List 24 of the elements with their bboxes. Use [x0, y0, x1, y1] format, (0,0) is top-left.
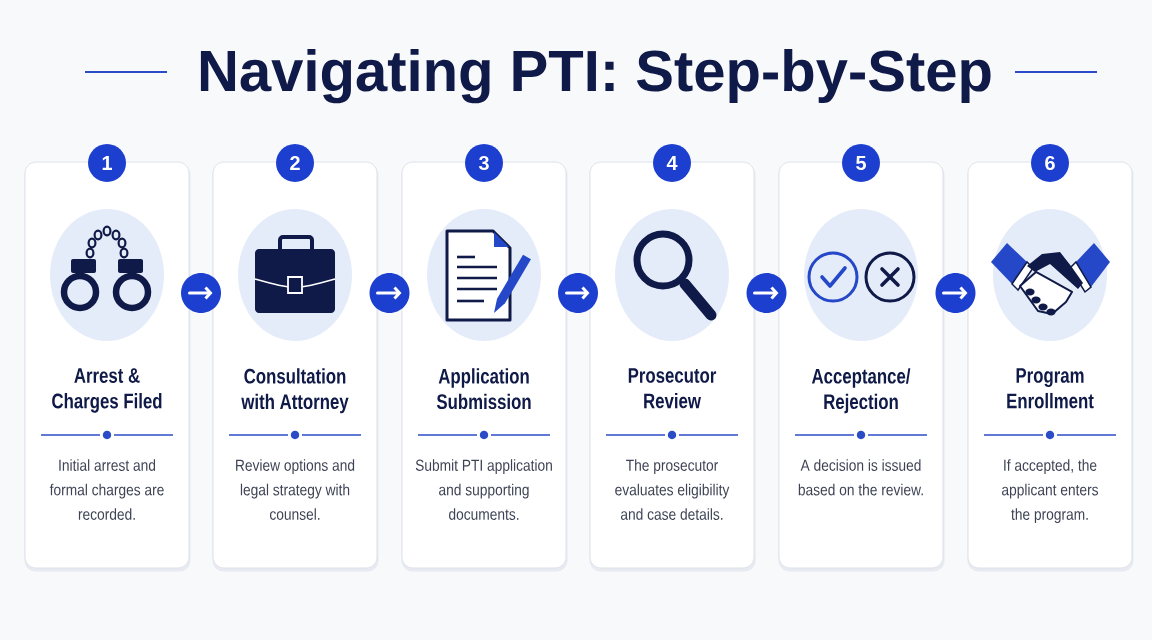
step-number: 2 [276, 144, 314, 182]
step-description: Review options and legal strategy with counsel. [236, 459, 355, 520]
step-description: The prosecutor evaluates eligibility and case details. [615, 459, 730, 520]
arrow [558, 273, 598, 313]
arrow [181, 273, 221, 313]
arrow [935, 273, 976, 313]
step-number: 3 [465, 144, 503, 182]
step-number: 1 [88, 144, 126, 182]
arrow [369, 273, 410, 313]
step-title: Application Submission [436, 368, 531, 410]
step-title: Consultation with Attorney [241, 368, 349, 414]
step-title: Arrest & Charges Filed [52, 368, 162, 413]
step-description: If accepted, the applicant enters the program. [1002, 459, 1099, 524]
step-number: 4 [653, 144, 691, 182]
step-title: Acceptance/ Rejection [811, 368, 911, 414]
step-title: Prosecutor Review [628, 368, 717, 409]
step-number: 6 [1031, 144, 1069, 182]
step-number: 5 [842, 144, 880, 182]
step-description: A decision is issued based on the review. [798, 459, 923, 496]
step-title: Program Enrollment [1007, 368, 1094, 409]
arrow [746, 273, 787, 313]
step-description: Submit PTI application and supporting documents. [415, 459, 552, 520]
title: Navigating PTI: Step-by-Step [200, 48, 991, 104]
step-description: Initial arrest and formal charges are recorded. [49, 459, 164, 520]
